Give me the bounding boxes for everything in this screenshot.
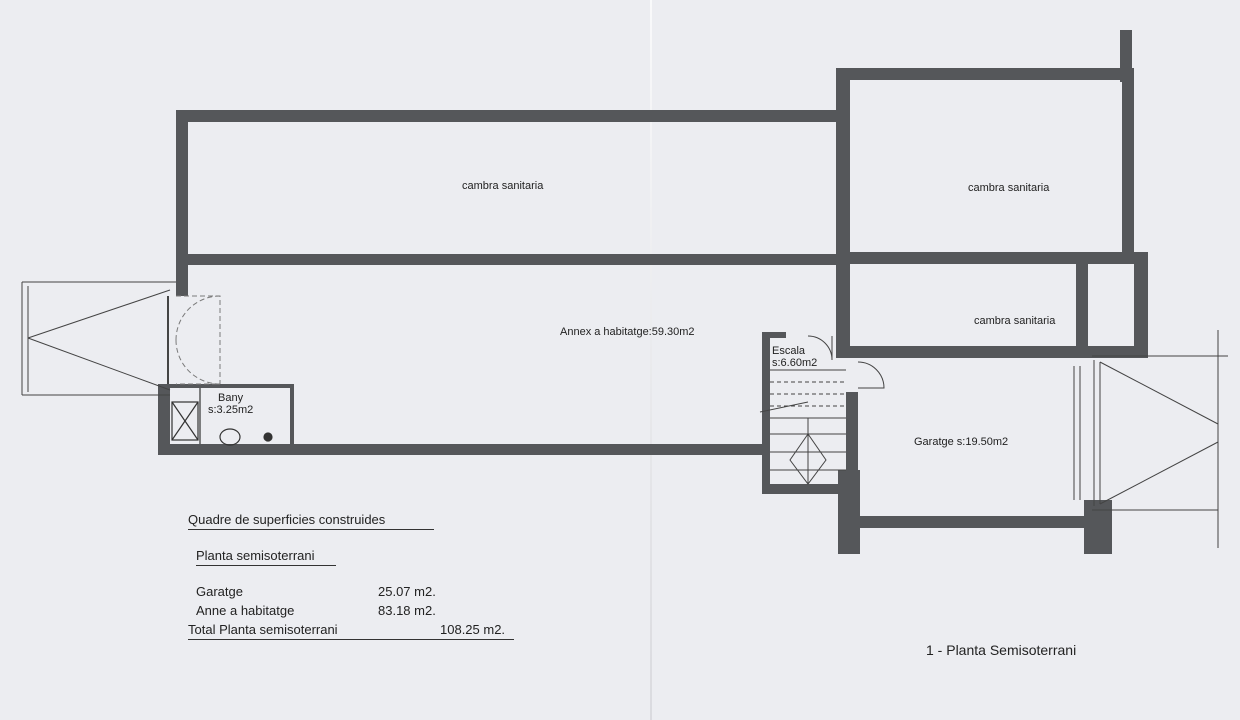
plan-title: 1 - Planta Semisoterrani xyxy=(926,642,1077,658)
shower-tray xyxy=(171,401,199,441)
wall-garage-left xyxy=(838,470,860,554)
wall-right-building-left xyxy=(836,68,850,358)
wall-right-divider xyxy=(1076,252,1088,352)
wall-garage-right xyxy=(1084,500,1112,554)
bany-walls xyxy=(166,384,294,448)
left-doors xyxy=(175,295,221,385)
escala-area: s:6.60m2 xyxy=(772,357,818,369)
room-label-cambra-left: cambra sanitaria xyxy=(462,180,544,192)
wall-right-outer-lower xyxy=(1122,68,1134,254)
table-total-label: Total Planta semisoterrani xyxy=(188,622,338,637)
table-title: Quadre de superficies construides xyxy=(188,512,434,530)
room-label-bany: Bany s:3.25m2 xyxy=(208,392,253,416)
bathroom xyxy=(166,384,294,448)
room-label-escala: Escala s:6.60m2 xyxy=(772,345,817,369)
wall-right-mid-horizontal xyxy=(836,252,1134,264)
room-label-cambra-right-top: cambra sanitaria xyxy=(968,182,1050,194)
wall-stair-top xyxy=(762,332,786,338)
room-label-cambra-right-mid: cambra sanitaria xyxy=(974,315,1056,327)
walls xyxy=(158,30,1148,554)
stair-door xyxy=(807,335,885,389)
wall-garage-top xyxy=(850,346,1146,358)
table-total-value: 108.25 m2. xyxy=(440,622,506,637)
table-row-label: Anne a habitatge xyxy=(196,603,295,618)
wall-top-right xyxy=(836,68,1122,80)
paper-fold xyxy=(650,0,652,720)
wall-right-small xyxy=(1134,252,1148,358)
table-row-label: Garatge xyxy=(196,584,243,599)
wall-bottom-annex xyxy=(158,444,762,455)
wall-top-left xyxy=(176,110,842,122)
sink xyxy=(219,428,241,446)
room-label-annex: Annex a habitatge:59.30m2 xyxy=(560,326,695,338)
bany-name: Bany xyxy=(218,392,244,404)
wall-left-upper xyxy=(176,110,188,296)
toilet xyxy=(263,432,273,442)
table-subtitle: Planta semisoterrani xyxy=(196,548,336,566)
wall-stair-right xyxy=(846,392,858,492)
left-entrance xyxy=(21,281,176,396)
table-row-value: 83.18 m2. xyxy=(378,603,436,618)
wall-middle-horizontal xyxy=(176,254,842,265)
bany-area: s:3.25m2 xyxy=(208,404,254,416)
wall-stair-left xyxy=(762,332,770,492)
wall-garage-bottom xyxy=(858,516,1086,528)
room-label-garatge: Garatge s:19.50m2 xyxy=(914,436,1009,448)
wall-stair-bottom xyxy=(762,484,858,494)
staircase xyxy=(759,369,846,485)
escala-name: Escala xyxy=(772,345,806,357)
right-entrance xyxy=(1073,330,1228,548)
table-row-value: 25.07 m2. xyxy=(378,584,436,599)
table-total: Total Planta semisoterrani 108.25 m2. xyxy=(188,622,514,640)
